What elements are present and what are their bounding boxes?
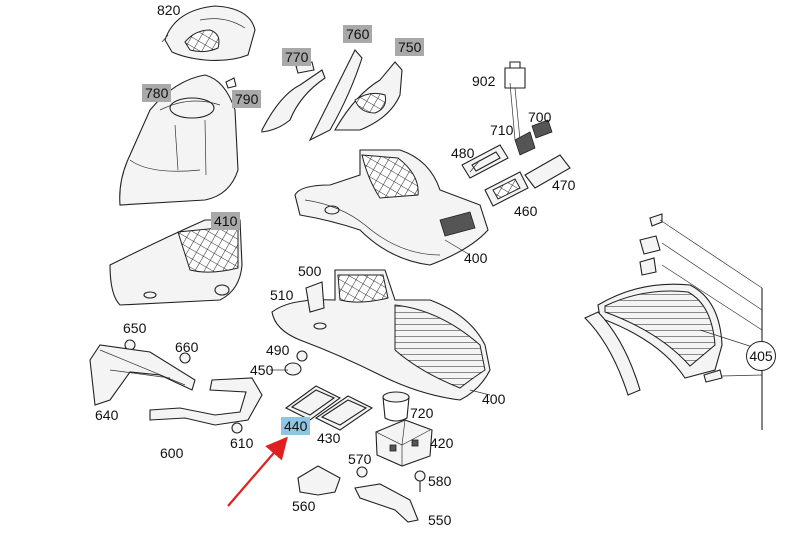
part-490-screw	[296, 350, 308, 362]
part-460-bezel	[484, 171, 529, 207]
label-770: 770	[282, 48, 312, 66]
part-405-roller-shutter	[584, 213, 763, 430]
part-660-nut	[179, 352, 191, 364]
label-710: 710	[490, 122, 514, 138]
part-640-bracket	[89, 344, 196, 406]
label-490: 490	[266, 342, 290, 358]
label-902: 902	[472, 73, 496, 89]
label-405: 405	[746, 341, 776, 371]
label-820: 820	[157, 2, 181, 18]
label-570: 570	[348, 451, 372, 467]
part-550-hinge	[354, 483, 419, 523]
label-580: 580	[428, 473, 452, 489]
label-700: 700	[528, 109, 552, 125]
part-902-connector	[504, 61, 526, 141]
leader-lines	[270, 82, 516, 396]
label-500: 500	[298, 263, 322, 279]
label-400-upper: 400	[464, 250, 488, 266]
label-760: 760	[343, 25, 373, 43]
part-410-rear-panel	[109, 219, 243, 306]
part-440-mat	[284, 385, 342, 421]
part-770-side-trim	[261, 61, 326, 133]
part-510-clip	[305, 281, 325, 313]
label-430: 430	[317, 430, 341, 446]
part-570-nut	[356, 466, 368, 478]
part-480-frame	[461, 144, 509, 179]
part-710-700-switches	[514, 119, 553, 156]
part-420-storage-box	[375, 419, 433, 467]
label-610: 610	[230, 435, 254, 451]
part-820-vent-housing	[161, 5, 256, 61]
part-610-nut	[231, 422, 243, 434]
label-720: 720	[410, 405, 434, 421]
label-460: 460	[514, 203, 538, 219]
red-arrow	[227, 436, 288, 507]
label-640: 640	[95, 407, 119, 423]
label-440: 440	[281, 417, 311, 435]
part-760-750-console-trims	[308, 49, 403, 142]
label-650: 650	[123, 320, 147, 336]
part-580-screw	[414, 470, 426, 492]
part-430-mat	[314, 395, 374, 431]
label-780: 780	[142, 84, 172, 102]
label-420: 420	[430, 435, 454, 451]
part-400-center-console-lower	[271, 269, 491, 401]
part-450-cap	[284, 362, 302, 376]
label-750: 750	[395, 38, 425, 56]
label-560: 560	[292, 498, 316, 514]
label-470: 470	[552, 177, 576, 193]
label-410: 410	[211, 212, 241, 230]
label-450: 450	[250, 362, 274, 378]
label-600: 600	[160, 445, 184, 461]
label-790: 790	[232, 90, 262, 108]
part-720-cup-insert	[382, 391, 410, 422]
part-780-lower-housing	[119, 74, 239, 206]
label-480: 480	[451, 145, 475, 161]
part-470-cover	[524, 154, 571, 189]
label-510: 510	[270, 287, 294, 303]
label-400-lower: 400	[482, 391, 506, 407]
part-600-bracket	[149, 377, 263, 426]
part-400-center-console-upper	[294, 149, 489, 266]
label-660: 660	[175, 339, 199, 355]
part-560-latch	[297, 465, 341, 496]
label-550: 550	[428, 512, 452, 528]
